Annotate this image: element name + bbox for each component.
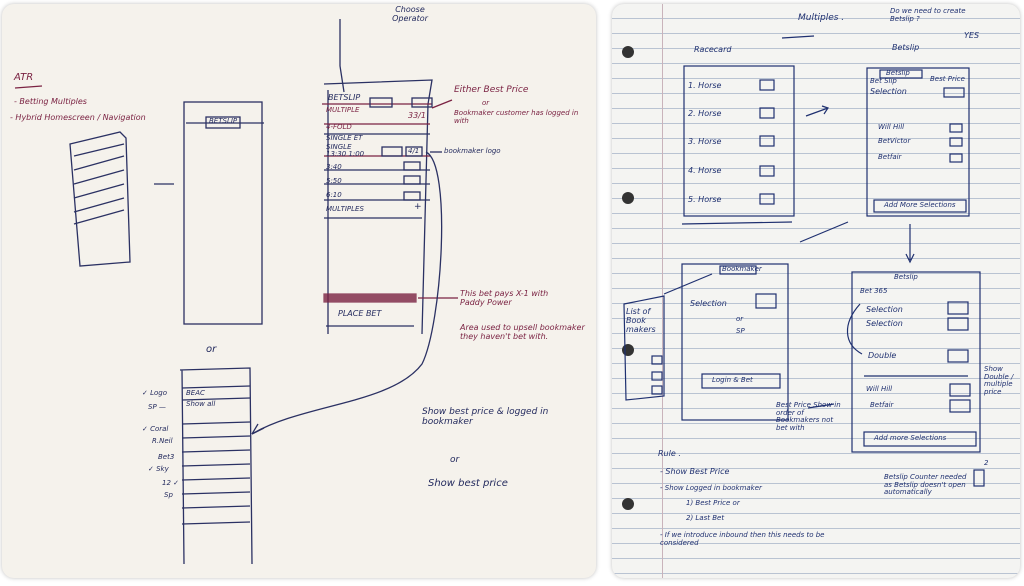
side-label: ✓ Sky xyxy=(148,465,169,473)
betslip-row: MULTIPLE xyxy=(326,106,360,114)
betslip-row: 13:30 1:00 xyxy=(326,150,365,158)
list-header: BEAC xyxy=(186,389,205,397)
bookmaker-row: Betfair xyxy=(870,401,894,409)
bookmaker-row: Will Hill xyxy=(866,385,893,393)
punch-hole xyxy=(622,498,634,510)
betslip-row: 3:40 xyxy=(326,163,342,171)
selection-row: Selection xyxy=(866,319,903,328)
page-title: Multiples . xyxy=(798,13,845,23)
best-price-note: Best Price Show in order of Bookmakers n… xyxy=(776,401,841,433)
or-note: or xyxy=(482,99,490,107)
margin-line xyxy=(662,4,663,578)
punch-hole xyxy=(622,46,634,58)
show-best-logged-note: Show best price & logged in bookmaker xyxy=(422,407,549,427)
multiples-label: MULTIPLES xyxy=(326,205,364,213)
rule-item: 2) Last Bet xyxy=(686,514,725,522)
betslip-row: SINGLE xyxy=(326,143,352,151)
note-item: - Hybrid Homescreen / Navigation xyxy=(10,113,146,122)
rule-item: 1) Best Price or xyxy=(686,499,740,507)
selection-row: Selection xyxy=(866,305,903,314)
bet-slip-label: Bet Slip xyxy=(870,77,897,85)
side-label: Sp xyxy=(164,491,173,499)
betslip-tab: Betslip xyxy=(886,69,910,77)
racecard-row: 4. Horse xyxy=(688,166,722,175)
betslip-title: BETSLIP xyxy=(328,93,361,102)
add-icon: + xyxy=(414,202,422,212)
racecard-row: 3. Horse xyxy=(688,137,722,146)
racecard-row: 1. Horse xyxy=(688,81,722,90)
side-note: Show Double / multiple price xyxy=(984,365,1014,397)
side-label: ✓ Coral xyxy=(142,425,169,433)
or-label: or xyxy=(736,315,744,323)
best-price-note: Either Best Price xyxy=(454,85,529,95)
selection-odds: 4/1 xyxy=(408,147,420,155)
add-more-selections-button: Add more Selections xyxy=(874,434,947,442)
bookmaker-row: Will Hill xyxy=(878,123,905,131)
add-more-selections-button: Add More Selections xyxy=(884,201,956,209)
betslip-row: SINGLE ET xyxy=(326,134,363,142)
or-label: or xyxy=(206,344,217,355)
list-sub: Show all xyxy=(186,400,216,408)
question-note: Do we need to create Betslip ? xyxy=(890,7,966,23)
bookmaker-list-title: List of Book makers xyxy=(626,307,656,334)
whiteboard-drawing xyxy=(14,19,458,565)
side-label: 12 ✓ xyxy=(162,479,179,487)
side-label: ✓ Logo xyxy=(142,389,167,397)
punch-hole xyxy=(622,192,634,204)
bookmaker-note: Bookmaker customer has logged in with xyxy=(454,109,579,125)
whiteboard-sketch: ATR - Betting Multiples - Hybrid Homescr… xyxy=(2,4,596,578)
bookmaker-tab: Bookmaker xyxy=(722,265,762,273)
note-item: - Betting Multiples xyxy=(14,97,87,106)
notebook-drawing xyxy=(623,35,985,487)
bookmaker-row: BetVictor xyxy=(878,137,911,145)
upsell-note: Area used to upsell bookmaker they haven… xyxy=(460,323,585,341)
bookmaker-name: Bet 365 xyxy=(860,287,888,295)
selection-label: Selection xyxy=(870,87,907,96)
racecard-row: 5. Horse xyxy=(688,195,722,204)
place-bet-label: PLACE BET xyxy=(338,309,382,318)
side-label: Bet3 xyxy=(158,453,175,461)
rule-item: - If we introduce inbound then this need… xyxy=(660,531,825,547)
sp-label: SP xyxy=(736,327,745,335)
rule-item: - Show Logged in bookmaker xyxy=(660,484,762,492)
bookmaker-row: Betfair xyxy=(878,153,902,161)
double-row: Double xyxy=(868,351,897,360)
racecard-label: Racecard xyxy=(694,45,732,54)
betslip-row: 6:10 xyxy=(326,191,342,199)
counter-badge: 2 xyxy=(984,459,989,467)
notes-title: ATR xyxy=(14,72,34,83)
rule-item: - Show Best Price xyxy=(660,467,730,476)
betslip2-title: Betslip xyxy=(894,273,918,281)
selection-label: Selection xyxy=(690,299,727,308)
bookmaker-logo-note: bookmaker logo xyxy=(444,147,501,155)
login-bet-button: Login & Bet xyxy=(712,376,753,384)
notebook-sketch: Multiples . Do we need to create Betslip… xyxy=(612,4,1020,578)
price-label: 33/1 xyxy=(408,111,426,120)
betslip-tab-label: BETSLIP xyxy=(209,117,238,125)
choose-operator-label: Choose Operator xyxy=(392,5,428,23)
side-label: R.Neil xyxy=(152,437,173,445)
side-label: SP — xyxy=(148,403,166,411)
show-best-note: Show best price xyxy=(428,478,508,489)
betslip-label: Betslip xyxy=(892,43,920,52)
pays-note: This bet pays X-1 with Paddy Power xyxy=(460,289,549,307)
rules-title: Rule . xyxy=(658,449,681,458)
racecard-row: 2. Horse xyxy=(688,109,722,118)
or-note: or xyxy=(450,455,460,465)
best-price-label: Best Price xyxy=(930,75,965,83)
betslip-row: 5:50 xyxy=(326,177,342,185)
answer-note: YES xyxy=(964,31,980,40)
betslip-row: 4-FOLD xyxy=(326,123,352,131)
counter-note: Betslip Counter needed as Betslip doesn'… xyxy=(884,473,967,497)
